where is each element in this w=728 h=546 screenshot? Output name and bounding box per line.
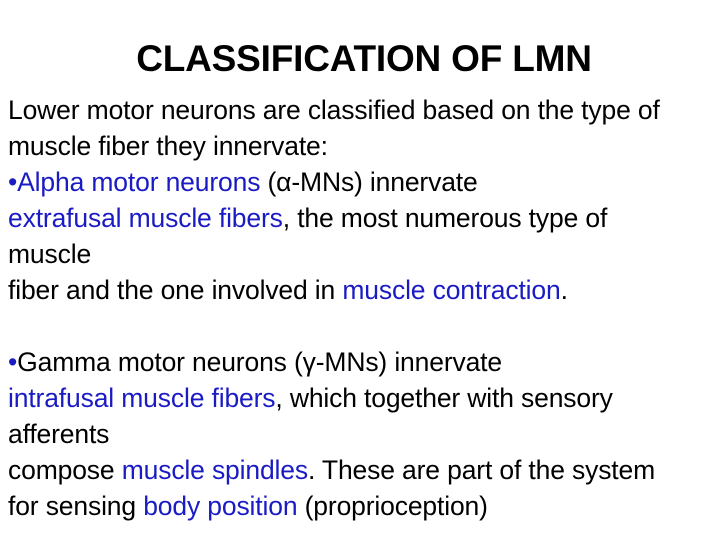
slide-body: Lower motor neurons are classified based…: [8, 92, 724, 524]
body-text: fiber and the one involved in: [8, 275, 343, 305]
body-text: compose: [8, 455, 122, 485]
text-line: compose muscle spindles. These are part …: [8, 452, 724, 488]
bullet-icon: •: [8, 167, 18, 197]
body-text: (proprioception): [297, 491, 488, 521]
body-text: Lower motor neurons are classified based…: [8, 95, 660, 125]
text-line: muscle: [8, 236, 724, 272]
page-title: CLASSIFICATION OF LMN: [136, 38, 592, 79]
body-text: . These are part of the system: [307, 455, 656, 485]
body-text: .: [560, 275, 568, 305]
text-line: Lower motor neurons are classified based…: [8, 92, 724, 128]
highlighted-term: muscle spindles: [121, 455, 308, 485]
body-text: , which together with sensory: [275, 383, 613, 413]
body-text: muscle: [8, 239, 92, 269]
text-line: intrafusal muscle fibers, which together…: [8, 380, 724, 416]
highlighted-term: intrafusal muscle fibers: [8, 383, 276, 413]
bullet-icon: •: [8, 347, 18, 377]
text-line: muscle fiber they innervate:: [8, 128, 724, 164]
body-text: , the most numerous type of: [282, 203, 608, 233]
body-text: afferents: [8, 419, 110, 449]
text-line: extrafusal muscle fibers, the most numer…: [8, 200, 724, 236]
highlighted-term: body position: [143, 491, 298, 521]
text-line: for sensing body position (proprioceptio…: [8, 488, 724, 524]
text-line: afferents: [8, 416, 724, 452]
body-text: muscle fiber they innervate:: [8, 131, 328, 161]
body-text: Gamma motor neurons (γ-MNs) innervate: [17, 347, 502, 377]
text-line: fiber and the one involved in muscle con…: [8, 272, 724, 308]
text-line: •Gamma motor neurons (γ-MNs) innervate: [8, 344, 724, 380]
text-line: •Alpha motor neurons (α-MNs) innervate: [8, 164, 724, 200]
body-text: for sensing: [8, 491, 144, 521]
body-text: (α-MNs) innervate: [260, 167, 478, 197]
highlighted-term: extrafusal muscle fibers: [8, 203, 283, 233]
highlighted-term: Alpha motor neurons: [17, 167, 261, 197]
highlighted-term: muscle contraction: [342, 275, 561, 305]
spacer-line: [8, 308, 724, 344]
